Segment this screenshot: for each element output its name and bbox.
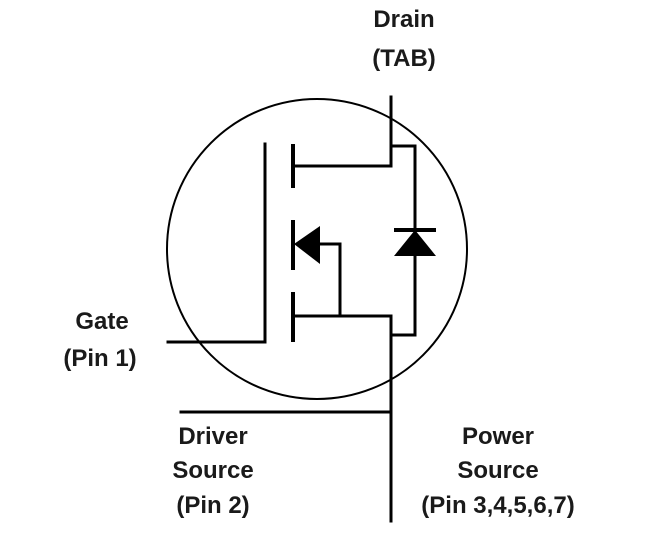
driver-source-label-line3: (Pin 2) xyxy=(176,492,249,519)
drain-label-line1: Drain xyxy=(373,6,434,33)
driver-source-label-line2: Source xyxy=(172,457,253,484)
power-source-label: Power Source (Pin 3,4,5,6,7) xyxy=(421,423,574,519)
drain-label-line2: (TAB) xyxy=(372,45,436,72)
power-source-label-line3: (Pin 3,4,5,6,7) xyxy=(421,492,574,519)
device-body-circle xyxy=(166,98,468,400)
gate-label-line1: Gate xyxy=(75,308,128,335)
driver-source-label: Driver Source (Pin 2) xyxy=(172,423,253,519)
power-source-label-line1: Power xyxy=(462,423,534,450)
drain-label: Drain (TAB) xyxy=(372,6,436,72)
power-source-label-line2: Source xyxy=(457,457,538,484)
body-arrow xyxy=(294,226,320,264)
driver-source-label-line1: Driver xyxy=(178,423,247,450)
gate-label: Gate (Pin 1) xyxy=(63,308,136,372)
diode-symbol xyxy=(394,230,436,256)
gate-label-line2: (Pin 1) xyxy=(63,345,136,372)
